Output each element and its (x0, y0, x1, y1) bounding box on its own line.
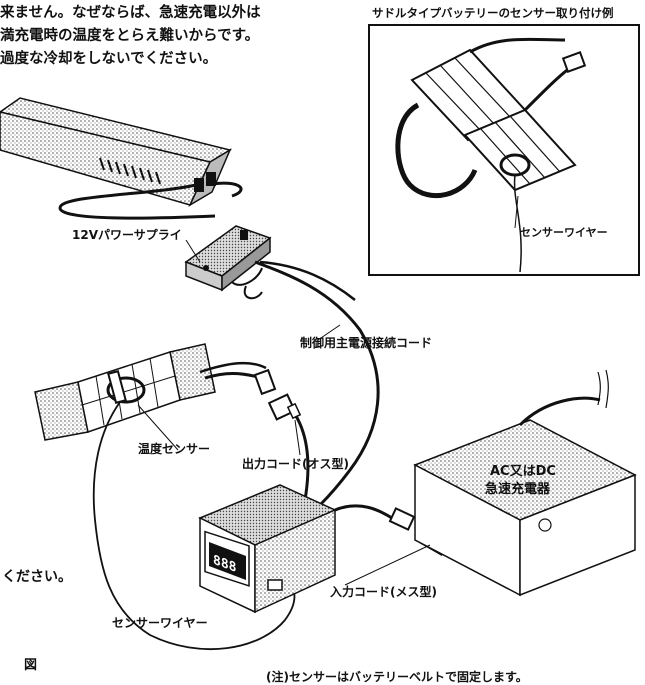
output-connector (267, 393, 310, 501)
text-please: ください。 (2, 569, 72, 585)
label-control-cord: 制御用主電源接続コード (300, 336, 433, 350)
intro-line-3: 過度な冷却をしないでください。 (0, 51, 218, 67)
controller-box: 888 (198, 484, 337, 614)
inset-title: サドルタイプバッテリーのセンサー取り付け例 (372, 6, 614, 20)
battery-lead (204, 372, 263, 380)
label-temp-sensor: 温度センサー (138, 442, 211, 456)
quick-charger (413, 369, 637, 597)
input-cord (334, 504, 396, 522)
intro-text: 来ません。なぜならば、急速充電以外は 満充電時の温度をとらえ難いからです。 過度… (0, 2, 261, 71)
switch-block (184, 225, 272, 292)
footnote: (注)センサーはバッテリーベルトで固定します。 (266, 670, 528, 684)
label-output-cord: 出力コード(オス型) (242, 457, 349, 471)
intro-line-1: 来ません。なぜならば、急速充電以外は (0, 5, 261, 21)
power-supply (0, 97, 243, 220)
label-power-supply: 12Vパワーサプライ (72, 228, 182, 242)
label-charger-1: AC又はDC (490, 464, 556, 479)
control-cord (254, 260, 380, 507)
label-charger-2: 急速充電器 (485, 482, 551, 497)
sensor-wire (92, 401, 296, 651)
intro-line-2: 満充電時の温度をとらえ難いからです。 (0, 28, 260, 44)
label-input-cord: 入力コード(メス型) (330, 585, 437, 599)
battery-pack (34, 343, 216, 441)
label-inset-sensor-wire: センサーワイヤー (520, 226, 608, 239)
label-sensor-wire: センサーワイヤー (112, 616, 208, 630)
figure-label: 図 (24, 658, 38, 673)
inset-frame (368, 24, 640, 276)
inset-battery (395, 37, 587, 273)
